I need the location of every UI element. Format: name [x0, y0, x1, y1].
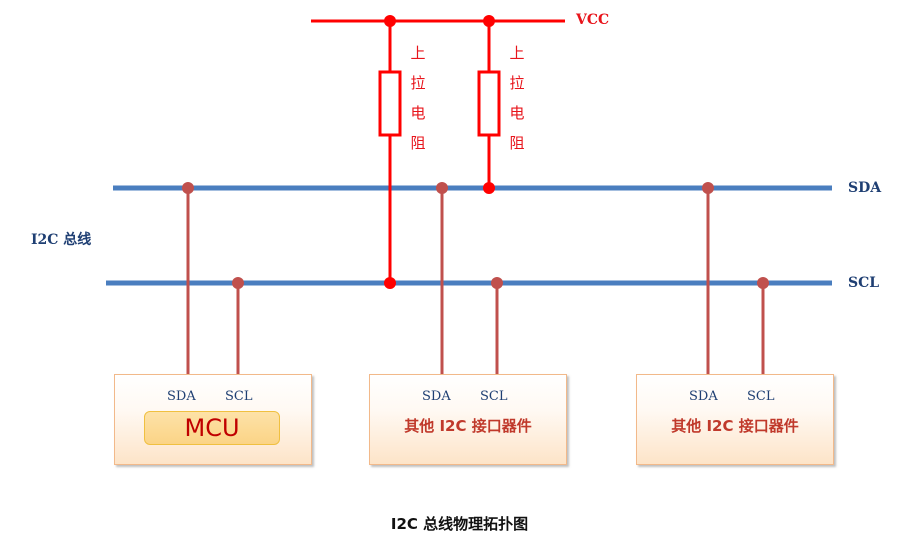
resistor-label-char: 阻	[509, 134, 525, 152]
pullup-resistor-2	[477, 70, 501, 137]
vcc-junction-1	[384, 15, 396, 27]
resistor-label-char: 拉	[509, 74, 525, 92]
device3-scl-pin: SCL	[747, 389, 775, 404]
scl-pullup-junction	[384, 277, 396, 289]
mcu-sda-pin: SDA	[167, 389, 196, 404]
resistor-label-char: 拉	[410, 74, 426, 92]
mcu-scl-pin: SCL	[225, 389, 253, 404]
resistor-label-char: 上	[509, 44, 525, 62]
i2c-bus-label: I2C 总线	[31, 232, 92, 248]
resistor-label-char: 电	[509, 104, 525, 122]
vcc-junction-2	[483, 15, 495, 27]
resistor-label-char: 阻	[410, 134, 426, 152]
device3-name: 其他 I2C 接口器件	[671, 417, 799, 435]
sda-bus-label: SDA	[848, 180, 882, 196]
i2c-device-3: SDA SCL 其他 I2C 接口器件	[636, 374, 834, 465]
device2-scl-pin: SCL	[480, 389, 508, 404]
resistor-label-char: 上	[410, 44, 426, 62]
device3-sda-pin: SDA	[689, 389, 718, 404]
device2-scl-junction	[491, 277, 503, 289]
device3-sda-junction	[702, 182, 714, 194]
sda-pullup-junction	[483, 182, 495, 194]
device3-scl-junction	[757, 277, 769, 289]
vcc-label: VCC	[576, 12, 610, 28]
device2-name: 其他 I2C 接口器件	[404, 417, 532, 435]
pullup-resistor-1	[378, 70, 402, 137]
mcu-device: SDA SCL MCU	[114, 374, 312, 465]
mcu-label: MCU	[144, 411, 280, 445]
pullup-resistor-2-label: 上 拉 电 阻	[508, 38, 526, 158]
pullup-resistor-1-label: 上 拉 电 阻	[409, 38, 427, 158]
resistor-label-char: 电	[410, 104, 426, 122]
device2-sda-junction	[436, 182, 448, 194]
scl-bus-label: SCL	[848, 275, 880, 291]
mcu-scl-junction	[232, 277, 244, 289]
i2c-device-2: SDA SCL 其他 I2C 接口器件	[369, 374, 567, 465]
diagram-caption: I2C 总线物理拓扑图	[390, 515, 529, 533]
mcu-sda-junction	[182, 182, 194, 194]
device2-sda-pin: SDA	[422, 389, 451, 404]
